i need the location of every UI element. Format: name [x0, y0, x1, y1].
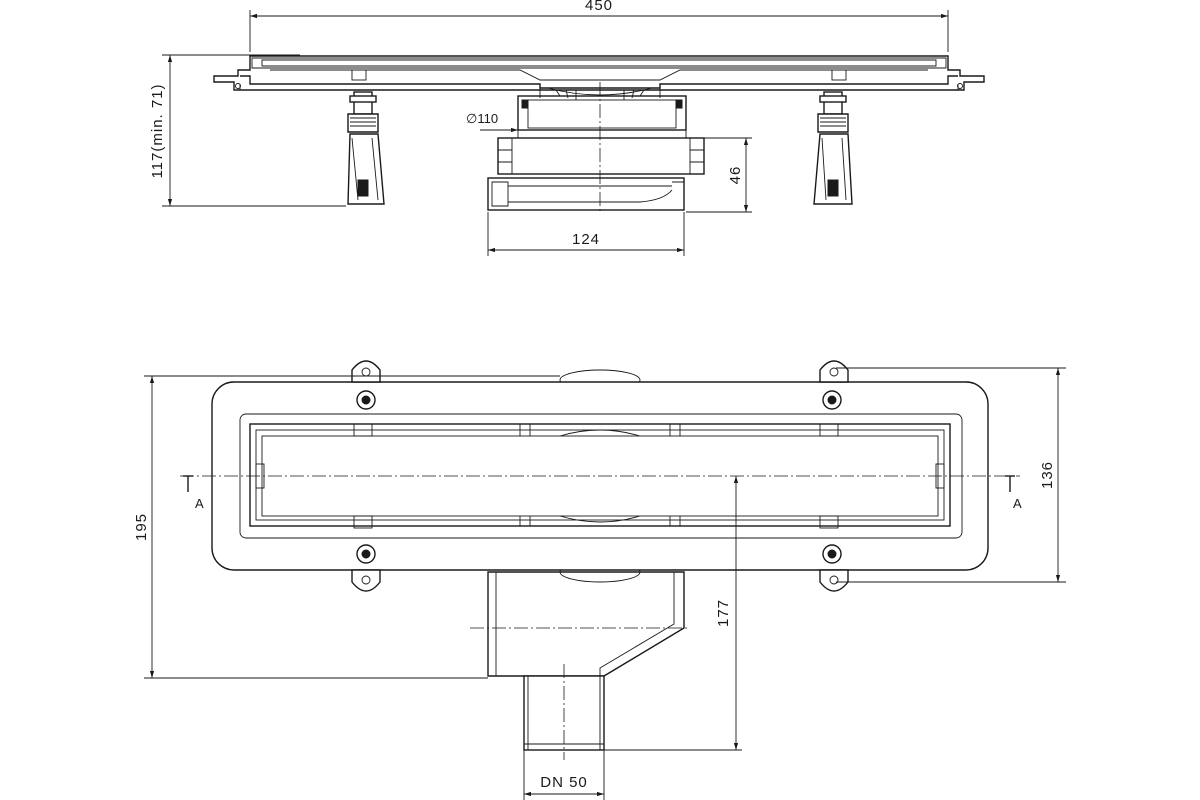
mounting-lug-bottom-right — [819, 544, 849, 592]
dimension-label-136: 136 — [1039, 461, 1056, 489]
dimension-label-110: ∅110 — [466, 111, 498, 126]
dimension-46: 46 — [686, 137, 752, 213]
dimension-450: 450 — [249, 0, 949, 52]
drain-frame — [180, 381, 1020, 571]
mounting-lug-bottom-left — [351, 544, 381, 592]
section-mark-right: A — [1005, 475, 1022, 511]
plan-view: A A 195 136 177 — [133, 360, 1066, 800]
dimension-177: 177 — [604, 476, 742, 751]
dimension-124: 124 — [487, 212, 685, 256]
dimension-117: 117(min. 71) — [149, 54, 346, 207]
mounting-lug-top-left — [351, 360, 381, 410]
dimension-label-117: 117(min. 71) — [149, 83, 166, 178]
dimension-dn50: DN 50 — [523, 750, 605, 800]
dimension-label-dn50: DN 50 — [540, 774, 588, 791]
dimension-label-177: 177 — [715, 599, 732, 627]
section-label-right: A — [1013, 496, 1022, 511]
dimension-label-124: 124 — [572, 231, 600, 248]
adjustable-foot-right — [813, 91, 853, 205]
drain-channel-profile — [213, 55, 985, 91]
dimension-195: 195 — [133, 375, 560, 679]
dimension-label-450: 450 — [585, 0, 613, 14]
dimension-136: 136 — [836, 367, 1066, 583]
mounting-lug-top-right — [819, 360, 849, 410]
adjustable-foot-left — [347, 91, 385, 205]
dimension-label-46: 46 — [727, 166, 744, 185]
section-mark-left: A — [183, 475, 204, 511]
odour-trap — [487, 82, 705, 214]
section-label-left: A — [195, 496, 204, 511]
outlet-body — [470, 571, 690, 760]
dimension-label-195: 195 — [133, 513, 150, 541]
dimension-diameter-110: ∅110 — [466, 111, 518, 133]
side-elevation-view: 450 — [149, 0, 985, 256]
